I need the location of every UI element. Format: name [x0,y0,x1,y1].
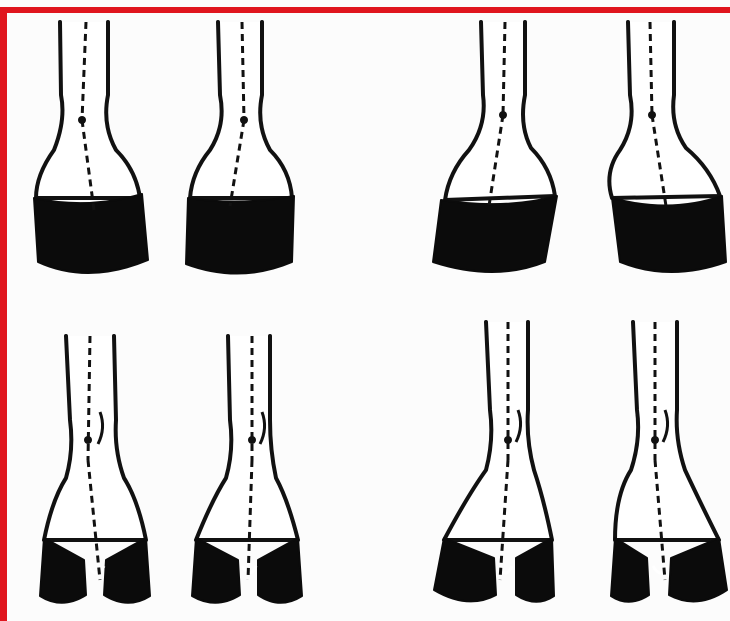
lateral-leg-3 [433,22,557,272]
lateral-leg-4 [609,22,726,272]
front-leg-4 [611,322,727,602]
front-leg-2 [192,336,302,603]
front-leg-1 [40,336,150,603]
lateral-leg-1 [34,22,148,273]
front-leg-3 [434,322,554,602]
lateral-leg-2 [186,22,294,274]
